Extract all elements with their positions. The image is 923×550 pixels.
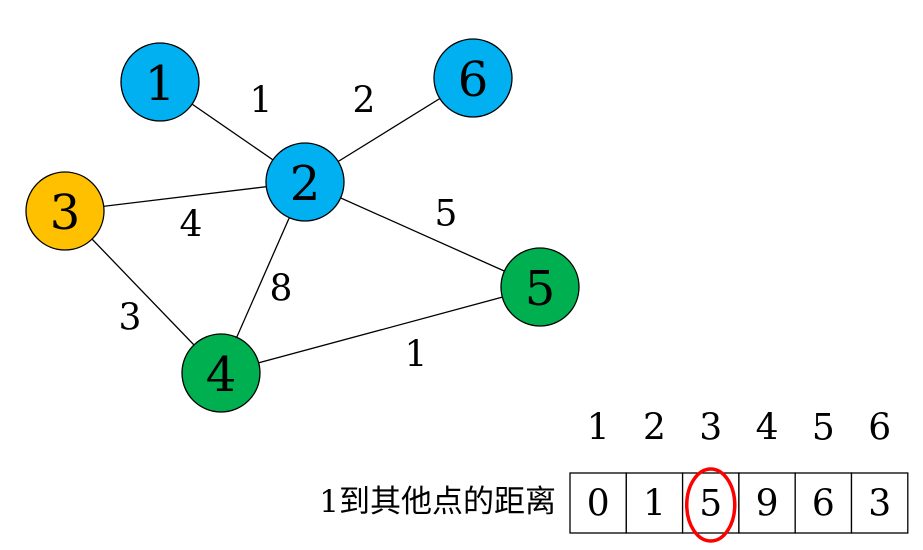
node-4: 4 [181,333,261,413]
table-value-1: 0 [587,484,610,525]
table-cell-4 [738,472,796,534]
table-header-6: 6 [868,408,891,449]
distance-table-label: 1到其他点的距离 [319,484,556,520]
edge-weight-1-2: 1 [250,81,273,122]
node-6: 6 [433,38,513,118]
node-3-circle [25,171,105,251]
edge-4-5 [220,286,541,374]
table-cell-2 [625,472,684,534]
table-header-5: 5 [812,408,835,449]
node-6-label: 6 [458,52,489,108]
node-5: 5 [500,247,580,327]
node-4-label: 4 [206,347,237,403]
table-value-5: 6 [812,484,835,525]
node-1: 1 [120,42,200,122]
table-value-2: 1 [643,484,666,525]
node-3-label: 3 [50,185,81,241]
edge-weight-3-2: 4 [180,205,203,246]
edge-weight-2-6: 2 [353,81,376,122]
node-1-circle [120,42,200,122]
edge-3-2 [64,181,306,212]
table-cell-1 [569,472,627,534]
edge-2-5 [304,181,541,288]
table-value-4: 9 [756,484,779,525]
node-2-label: 2 [290,156,321,212]
edge-weight-4-5: 1 [405,335,428,376]
table-header-2: 2 [643,408,666,449]
table-value-6: 3 [868,484,891,525]
node-3: 3 [25,171,105,251]
table-header-3: 3 [699,408,722,449]
node-4-circle [181,333,261,413]
table-cell-6 [850,472,909,534]
highlight-circle [685,467,737,543]
node-5-label: 5 [525,261,556,317]
node-5-circle [500,247,580,327]
node-6-circle [433,38,513,118]
table-header-1: 1 [587,408,610,449]
table-cell-5 [794,472,853,534]
edge-weight-2-4: 8 [270,269,293,310]
edge-weight-3-4: 3 [119,298,142,339]
table-header-4: 4 [756,408,779,449]
node-2-circle [265,142,345,222]
node-1-label: 1 [145,56,176,112]
node-2: 2 [265,142,345,222]
table-value-3: 5 [699,484,722,525]
edge-weight-2-5: 5 [435,194,458,235]
